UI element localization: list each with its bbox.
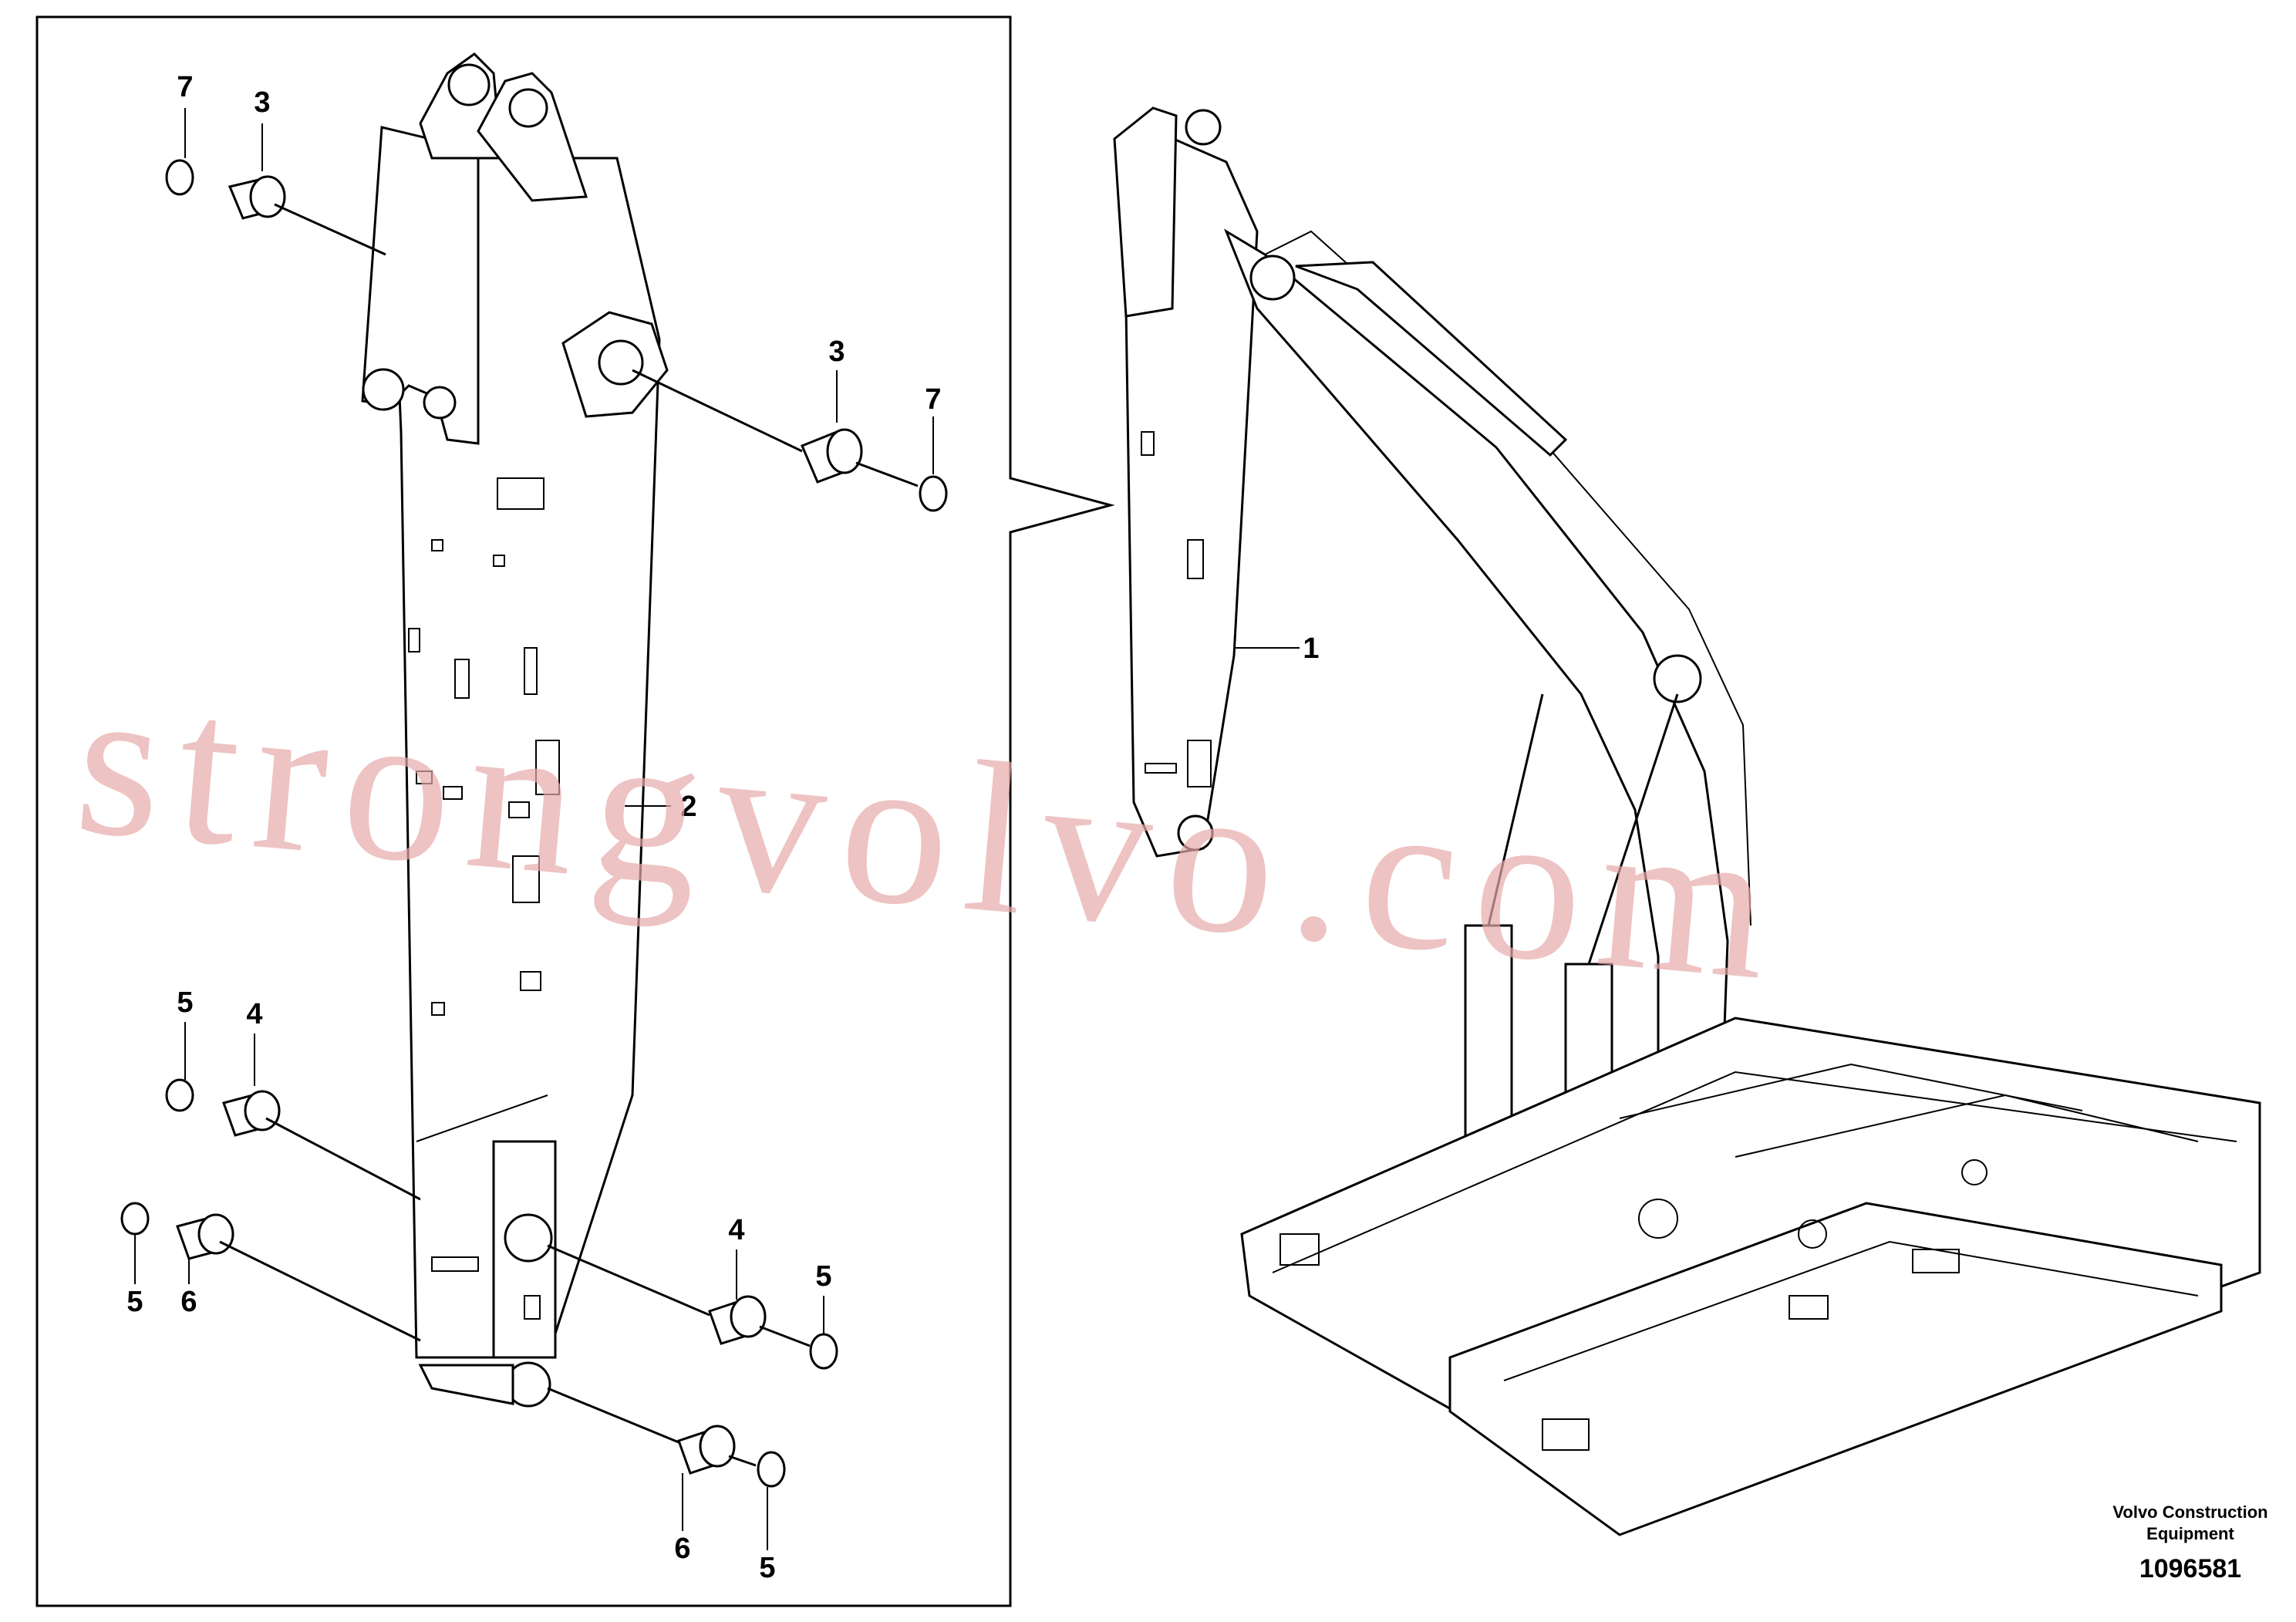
- detail-frame: [35, 15, 1115, 1607]
- credit-line-2: Equipment: [2146, 1524, 2234, 1543]
- callout-5-right: 5: [815, 1260, 831, 1293]
- credit-line-1: Volvo Construction: [2112, 1502, 2267, 1522]
- callout-7-top: 7: [177, 71, 193, 103]
- callout-3-top: 3: [254, 86, 270, 119]
- callout-1: 1: [1303, 632, 1319, 665]
- callout-labels: 7 3 3 7 1 2 5 4 5 6 4 5 6 5: [126, 71, 1319, 1584]
- callout-6-bottom: 6: [674, 1533, 690, 1565]
- document-number: 1096581: [2139, 1554, 2241, 1583]
- callout-5-bottom: 5: [759, 1552, 775, 1584]
- callout-6-left: 6: [180, 1286, 197, 1318]
- callout-4-left: 4: [246, 998, 262, 1030]
- callout-2: 2: [680, 791, 696, 823]
- callout-5-upper-left: 5: [177, 986, 193, 1019]
- arm-detail: [361, 52, 669, 1408]
- credit-block: Volvo Construction Equipment 1096581: [2112, 1502, 2267, 1583]
- exploded-parts: [120, 108, 1300, 1550]
- callout-4-right: 4: [728, 1214, 744, 1246]
- machine-assembly: [1113, 106, 2261, 1536]
- callout-5-lower-left: 5: [126, 1286, 143, 1318]
- callout-3-right: 3: [828, 336, 845, 368]
- watermark: strongvolvo.com: [68, 638, 1795, 1027]
- callout-7-right: 7: [925, 383, 941, 416]
